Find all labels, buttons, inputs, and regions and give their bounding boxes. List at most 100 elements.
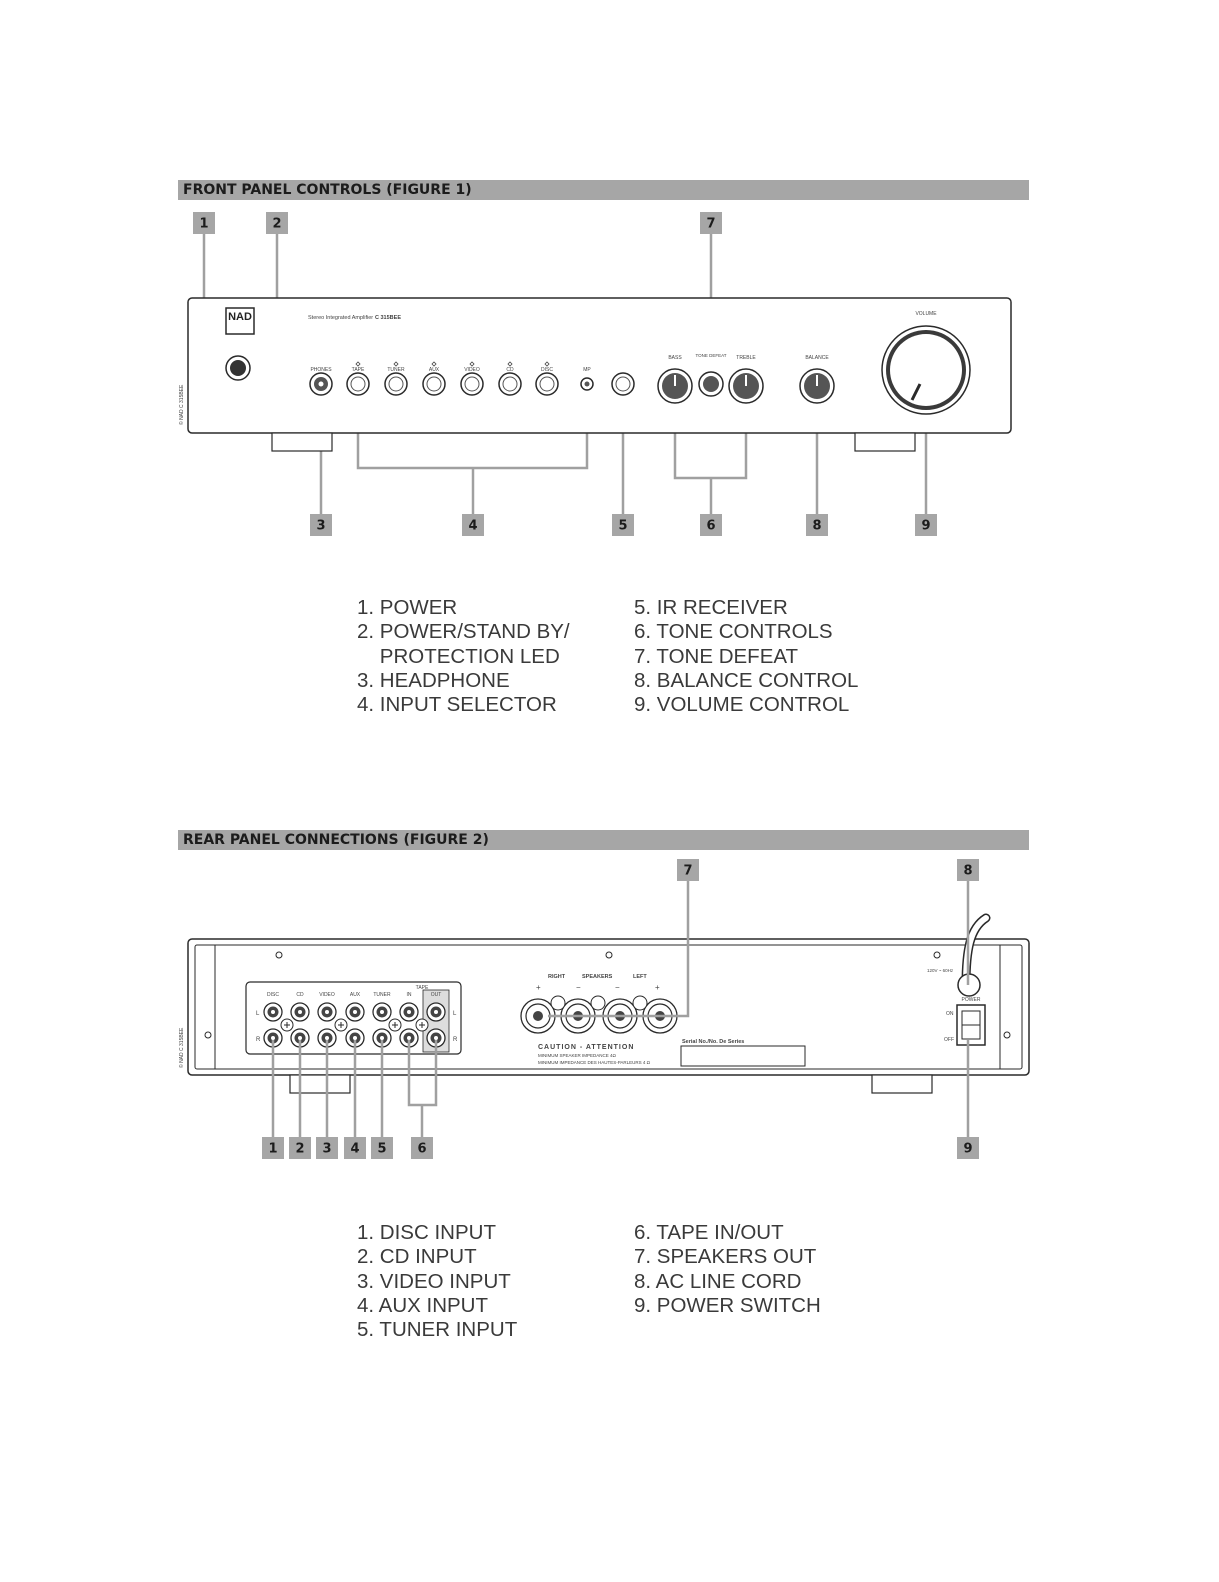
callout-number: 4 xyxy=(468,519,477,534)
input-selector-button[interactable] xyxy=(498,372,522,396)
callout-number: 9 xyxy=(921,519,930,534)
model-name: C 315BEE xyxy=(375,315,401,321)
input-selector-button[interactable] xyxy=(422,372,446,396)
balance-knob[interactable] xyxy=(799,368,835,404)
tape-in-label: IN xyxy=(407,992,412,998)
rear-legend-left: 1. DISC INPUT 2. CD INPUT 3. VIDEO INPUT… xyxy=(357,1221,517,1342)
minus-sign-2: − xyxy=(615,983,620,992)
callout-badge xyxy=(411,1137,433,1159)
input-label: CD xyxy=(296,992,304,998)
input-label: AUX xyxy=(350,992,361,998)
callout-number: 6 xyxy=(706,519,715,534)
rca-jack[interactable] xyxy=(345,1002,365,1022)
tone-defeat-label: TONE DEFEAT xyxy=(695,353,726,358)
power-button[interactable] xyxy=(225,355,251,381)
front-copyright: © NAD C 315BEE xyxy=(178,384,185,425)
post-nut xyxy=(632,995,648,1011)
led-indicator xyxy=(355,361,361,367)
callout-badge xyxy=(371,1137,393,1159)
callout-number: 7 xyxy=(683,864,692,879)
callout-number: 4 xyxy=(350,1142,359,1157)
input-selector-button[interactable] xyxy=(460,372,484,396)
rca-jack[interactable] xyxy=(317,1002,337,1022)
power-switch[interactable] xyxy=(956,1004,986,1046)
rear-copyright: © NAD C 315BEE xyxy=(178,1027,185,1068)
input-selector-button[interactable] xyxy=(346,372,370,396)
rca-jack[interactable] xyxy=(290,1028,310,1048)
rca-jack[interactable] xyxy=(290,1002,310,1022)
legend-item: 7. SPEAKERS OUT xyxy=(634,1245,817,1269)
front-legend-left: 1. POWER 2. POWER/STAND BY/ PROTECTION L… xyxy=(357,596,570,717)
channel-right-label: R xyxy=(256,1037,261,1043)
minus-sign: − xyxy=(576,983,581,992)
headphone-jack[interactable] xyxy=(309,372,333,396)
rca-jack[interactable] xyxy=(399,1002,419,1022)
jack-label: MP xyxy=(583,367,591,373)
input-selector-button[interactable] xyxy=(535,372,559,396)
legend-item: 9. VOLUME CONTROL xyxy=(634,693,850,717)
jack-label: DISC xyxy=(541,367,553,373)
callout-badge xyxy=(612,514,634,536)
rca-jack[interactable] xyxy=(263,1002,283,1022)
tape-out-label: OUT xyxy=(431,992,442,998)
mp-jack[interactable] xyxy=(580,377,594,391)
treble-knob[interactable] xyxy=(728,368,764,404)
legend-item: 6. TAPE IN/OUT xyxy=(634,1221,784,1244)
rca-jack[interactable] xyxy=(317,1028,337,1048)
plus-sign-2: + xyxy=(655,983,660,992)
legend-item: 5. IR RECEIVER xyxy=(634,596,788,619)
input-selector-button[interactable] xyxy=(384,372,408,396)
callout-badge xyxy=(316,1137,338,1159)
jack-label: TAPE xyxy=(352,367,365,373)
caution-line-2: MINIMUM IMPEDANCE DES HAUTES-PARLEURS 4 … xyxy=(538,1060,651,1065)
on-label: ON xyxy=(946,1011,954,1017)
callout-number: 3 xyxy=(322,1142,331,1157)
tape-label: TAPE xyxy=(416,985,429,991)
legend-item: 2. CD INPUT xyxy=(357,1245,477,1269)
callout-number: 2 xyxy=(295,1142,304,1157)
callout-badge xyxy=(806,514,828,536)
screw-icon xyxy=(415,1018,429,1032)
callout-number: 8 xyxy=(963,864,972,879)
volume-label: VOLUME xyxy=(915,311,937,317)
callout-number: 1 xyxy=(199,217,208,232)
legend-item: 5. TUNER INPUT xyxy=(357,1318,518,1342)
callout-number: 8 xyxy=(812,519,821,534)
legend-item: 4. INPUT SELECTOR xyxy=(357,693,557,717)
legend-item: 1. POWER xyxy=(357,596,458,619)
callout-badge xyxy=(266,212,288,234)
speakers-label: SPEAKERS xyxy=(582,974,613,980)
callout-badge xyxy=(262,1137,284,1159)
led-indicator xyxy=(393,361,399,367)
nad-logo: NAD xyxy=(228,311,252,323)
caution-title: CAUTION - ATTENTION xyxy=(538,1044,634,1051)
volume-knob[interactable] xyxy=(881,325,971,415)
callout-number: 7 xyxy=(706,217,715,232)
tone-defeat-button[interactable] xyxy=(698,371,724,397)
callout-badge xyxy=(462,514,484,536)
legend-item: 7. TONE DEFEAT xyxy=(634,644,799,668)
model-prefix: Stereo Integrated Amplifier xyxy=(308,315,373,321)
bass-knob[interactable] xyxy=(657,368,693,404)
callout-badge xyxy=(957,1137,979,1159)
led-indicator xyxy=(544,361,550,367)
legend-item: 3. HEADPHONE xyxy=(357,668,510,692)
ir-receiver xyxy=(611,372,635,396)
rca-jack[interactable] xyxy=(399,1028,419,1048)
caution-line-1: MINIMUM SPEAKER IMPEDANCE 4Ω xyxy=(538,1053,617,1058)
legend-item: PROTECTION LED xyxy=(357,644,560,668)
figure2-header: REAR PANEL CONNECTIONS (FIGURE 2) xyxy=(178,830,1029,850)
channel-right-label-2: R xyxy=(453,1037,458,1043)
screw-icon xyxy=(388,1018,402,1032)
rca-jack[interactable] xyxy=(263,1028,283,1048)
callout-badge xyxy=(915,514,937,536)
rca-jack[interactable] xyxy=(426,1002,446,1022)
serial-plate xyxy=(680,1045,806,1067)
callout-number: 9 xyxy=(963,1142,972,1157)
channel-left-label: L xyxy=(256,1011,260,1017)
rca-jack[interactable] xyxy=(372,1002,392,1022)
plus-sign: + xyxy=(536,983,541,992)
